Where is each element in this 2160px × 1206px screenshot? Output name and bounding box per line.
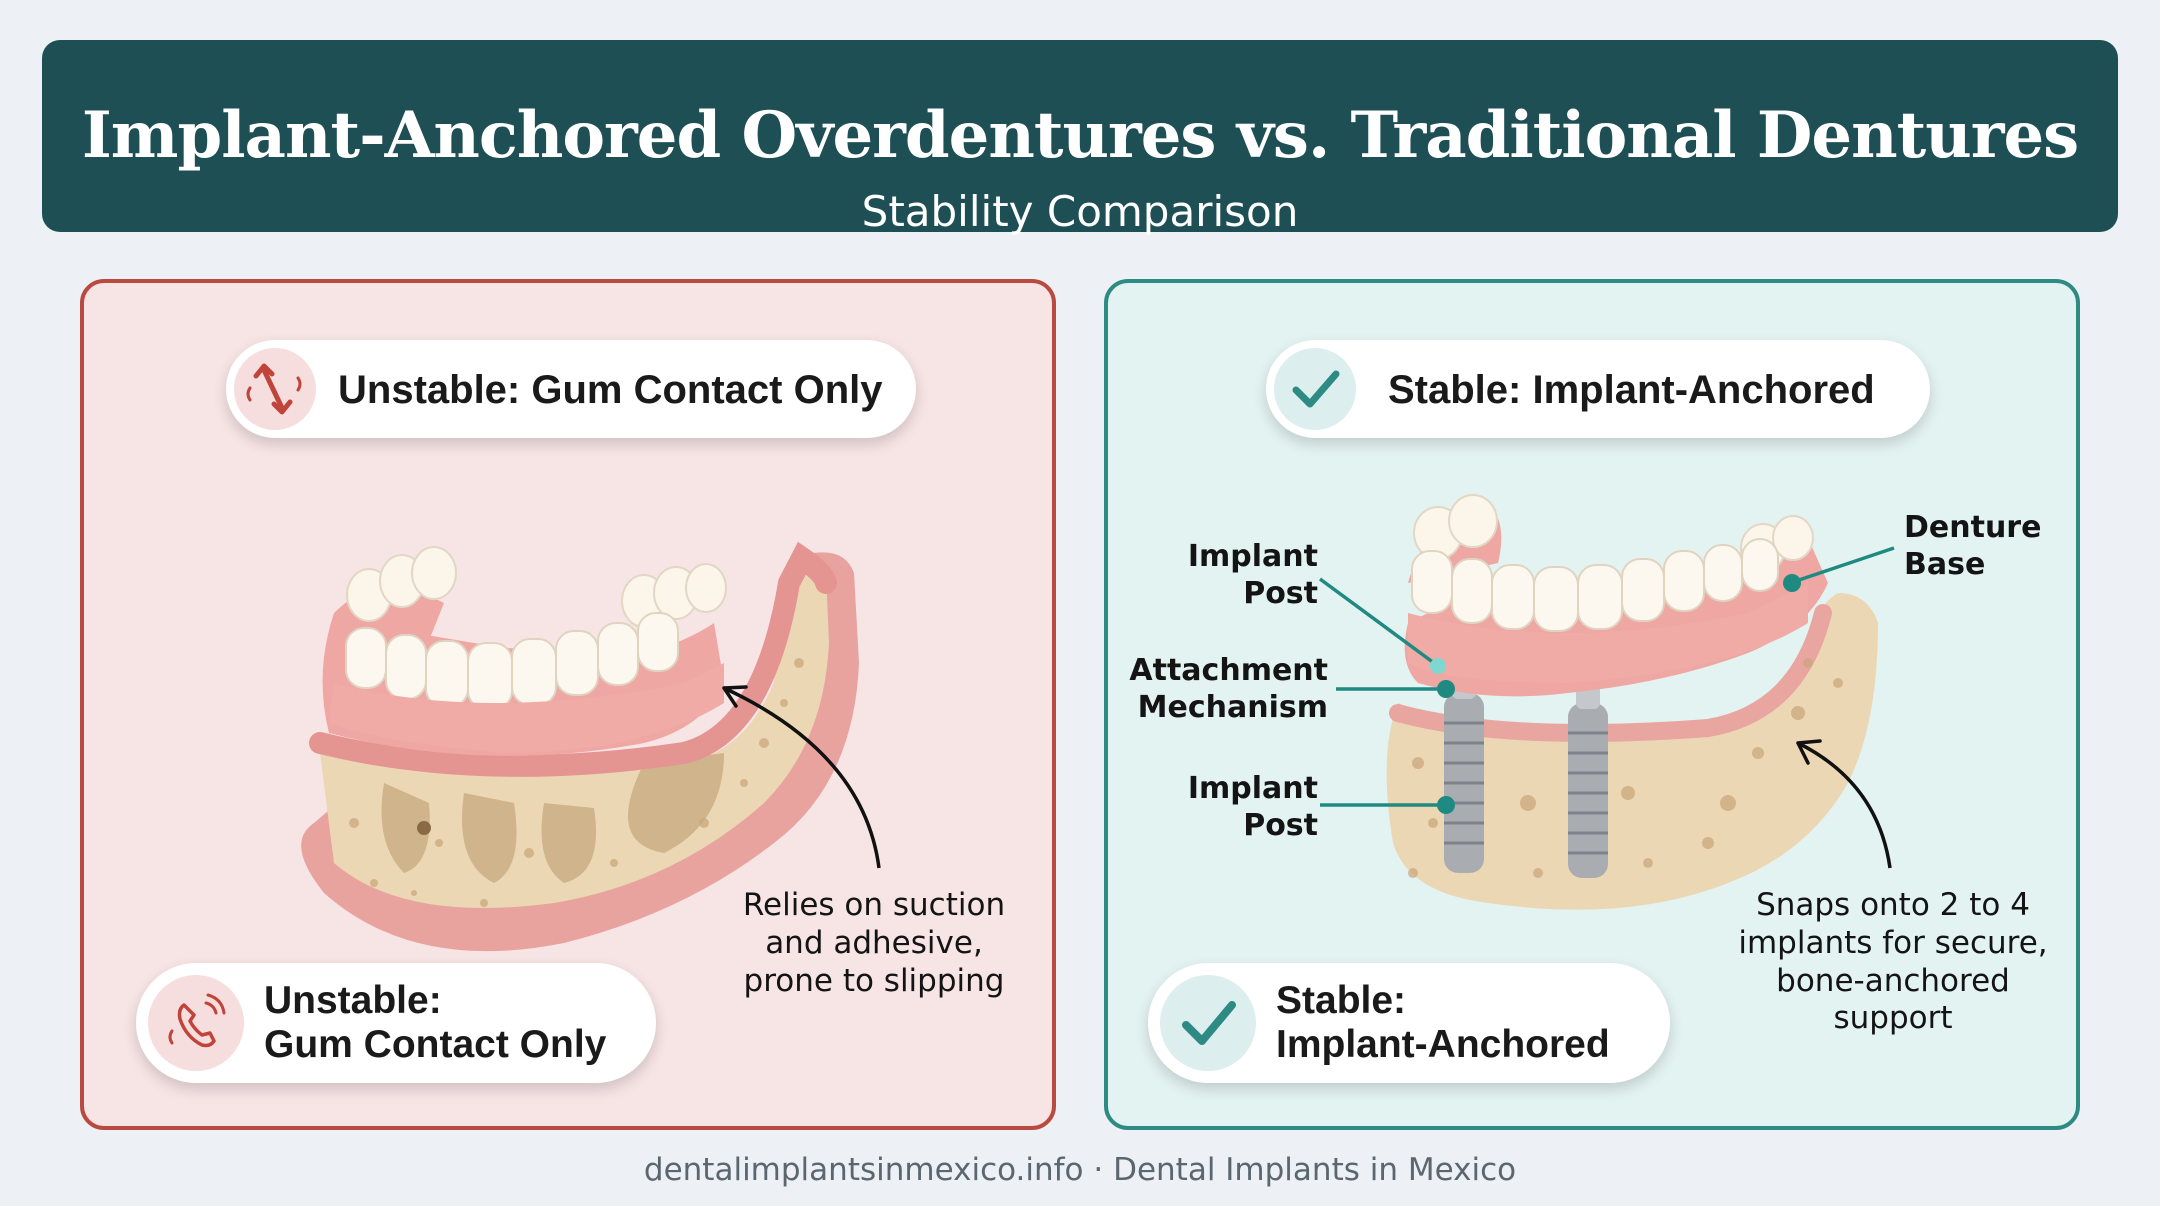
- checkmark-icon: [1274, 348, 1356, 430]
- unstable-top-badge: Unstable: Gum Contact Only: [226, 340, 916, 438]
- suction-callout: Relies on suction and adhesive, prone to…: [742, 887, 1006, 999]
- implant-post-upper-label: Implant Post: [1187, 539, 1318, 611]
- attachment-mechanism-label: Attachment Mechanism: [1129, 653, 1328, 725]
- vertical-movement-icon: [234, 348, 316, 430]
- phone-vibrate-icon: [148, 975, 244, 1071]
- unstable-bottom-label: Unstable: Gum Contact Only: [264, 979, 607, 1066]
- page-title: Implant-Anchored Overdentures vs. Tradit…: [81, 98, 2079, 173]
- traditional-denture-illustration: [301, 541, 881, 952]
- title-banner: Implant-Anchored Overdentures vs. Tradit…: [42, 40, 2118, 236]
- denture-base-label: Denture Base: [1904, 510, 2042, 582]
- traditional-denture-panel: Unstable: Gum Contact Only: [80, 279, 1056, 1130]
- unstable-bottom-badge: Unstable: Gum Contact Only: [136, 963, 656, 1083]
- page-subtitle: Stability Comparison: [861, 187, 1299, 236]
- implant-overdenture-panel: Stable: Implant-Anchored: [1104, 279, 2080, 1130]
- implant-overdenture-illustration: [1318, 494, 1895, 910]
- implant-post-lower-label: Implant Post: [1187, 771, 1318, 843]
- unstable-top-label: Unstable: Gum Contact Only: [338, 368, 883, 412]
- stable-bottom-label: Stable: Implant-Anchored: [1276, 979, 1610, 1066]
- footer-credit: dentalimplantsinmexico.info · Dental Imp…: [643, 1152, 1517, 1188]
- checkmark-icon: [1160, 975, 1256, 1071]
- stable-top-label: Stable: Implant-Anchored: [1388, 368, 1875, 412]
- snap-on-callout: Snaps onto 2 to 4 implants for secure, b…: [1738, 887, 2048, 1037]
- stable-bottom-badge: Stable: Implant-Anchored: [1148, 963, 1670, 1083]
- stable-top-badge: Stable: Implant-Anchored: [1266, 340, 1930, 438]
